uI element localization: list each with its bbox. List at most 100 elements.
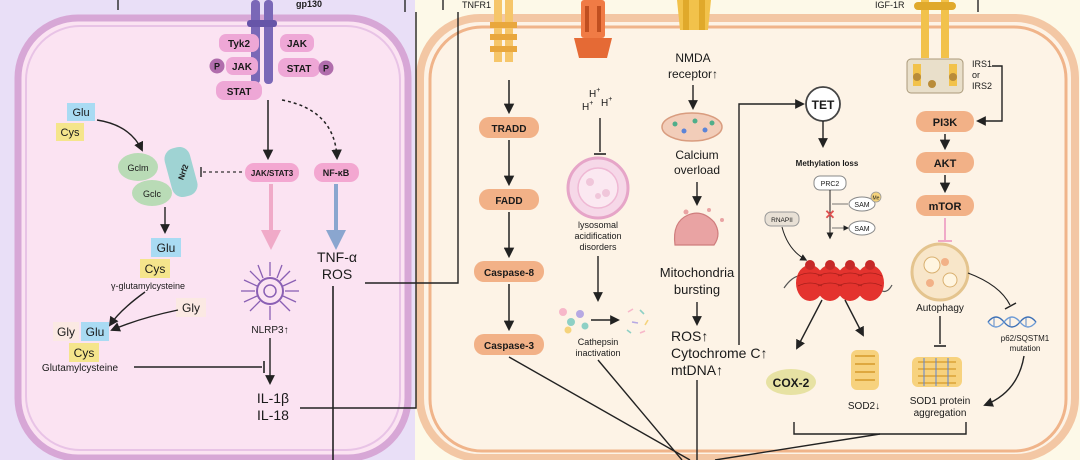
gclm-label: Gclm — [128, 163, 149, 173]
h-ion-2: H+ — [582, 100, 593, 113]
gly-single-box — [176, 298, 206, 317]
igf1r-label: IGF-1R — [875, 0, 905, 10]
convergence-lines — [508, 356, 881, 460]
il1b-label: IL-1β — [257, 390, 289, 406]
glutamylcysteine-label: Glutamylcysteine — [42, 363, 119, 374]
gly-single-label: Gly — [182, 301, 200, 315]
nfkb-node — [314, 163, 359, 182]
p-badge-left: P — [214, 62, 220, 72]
left-cell-inner-membrane — [25, 25, 401, 451]
p62-inhibition-line — [967, 272, 1011, 306]
igf1r-receptor — [914, 0, 956, 58]
methyl-marks — [805, 260, 875, 270]
rnapii-label: RNAPII — [771, 217, 793, 224]
me-label: Me — [873, 196, 880, 202]
lysosome-label-2: acidification — [574, 231, 621, 241]
il18-label: IL-18 — [257, 407, 289, 423]
cys-mid-label: Cys — [145, 262, 166, 276]
prc2-label: PRC2 — [821, 181, 840, 188]
sam-ellipse-1 — [848, 196, 876, 212]
tradd-label: TRADD — [492, 124, 527, 135]
gclm-blob — [118, 153, 158, 181]
cathepsin-label-2: inactivation — [575, 348, 620, 358]
arrow-to-sod2 — [844, 299, 864, 337]
fadd-label: FADD — [495, 196, 522, 207]
stat-label-b: STAT — [287, 64, 312, 75]
arrow-gly-to-glutamyl — [110, 309, 179, 332]
tnfr1-receptor — [490, 0, 517, 62]
nmda-receptor — [677, 0, 711, 30]
irs-label-1: IRS1 — [972, 59, 992, 69]
jak-stat-right: JAK STAT P — [278, 34, 334, 77]
methylation-loss-label: Methylation loss — [796, 159, 859, 168]
gly-glu-cys: Gly Glu Cys — [53, 322, 109, 362]
calcium-label-1: Calcium — [675, 148, 718, 162]
glu-label: Glu — [86, 325, 105, 339]
rnapii-arrow — [781, 226, 808, 261]
rnapii-box — [764, 211, 800, 227]
mtdna-label: mtDNA↑ — [671, 362, 723, 378]
h-ion-3: H+ — [601, 96, 612, 109]
tyk2-label: Tyk2 — [228, 39, 250, 50]
sod1-label-1: SOD1 protein — [910, 396, 971, 407]
h-ion-1: H+ — [589, 87, 600, 100]
nlrp3-inflammasome — [241, 262, 299, 320]
caspase8-label: Caspase-8 — [484, 268, 534, 279]
connector-tnf-to-tnfr1 — [365, 12, 459, 284]
nmda-label-2: receptor↑ — [668, 67, 718, 81]
p62-label-1: p62/SQSTM1 — [1001, 334, 1050, 343]
ros-up-label: ROS↑ — [671, 328, 708, 344]
left-cell-membrane — [14, 14, 412, 460]
cathepsin-fragments-icon — [626, 308, 649, 334]
glu-mid-label: Glu — [157, 241, 176, 255]
cox2-node — [766, 369, 816, 395]
autophagy-label: Autophagy — [916, 303, 964, 314]
jak-label-b: JAK — [287, 39, 308, 50]
mtor-label: mTOR — [929, 201, 962, 213]
block-cross-icon: ✕ — [825, 207, 836, 222]
gclc-label: Gclc — [143, 189, 162, 199]
sod1-label-2: aggregation — [914, 408, 967, 419]
irs-complex — [906, 58, 964, 94]
nmda-label-1: NMDA — [675, 51, 710, 65]
irs-label-2: or — [972, 70, 980, 80]
jak-label-a: JAK — [232, 62, 253, 73]
cathepsin-label-1: Cathepsin — [578, 337, 619, 347]
sam-label-1: SAM — [854, 202, 869, 209]
p62-inhibition-bar — [1004, 302, 1017, 310]
glu-cys-top: Glu Cys — [56, 103, 95, 141]
ros-label: ROS — [322, 266, 352, 282]
irs-label-3: IRS2 — [972, 81, 992, 91]
mitochondria-bursting-icon — [673, 208, 724, 246]
dna-icon — [987, 316, 1037, 328]
nfkb-label: NF-κB — [323, 168, 350, 178]
calcium-label-2: overload — [674, 163, 720, 177]
tet-label: TET — [812, 98, 835, 112]
me-badge — [870, 191, 882, 203]
pi3k-pathway: PI3K AKT mTOR — [916, 111, 974, 216]
jakstat3-node — [245, 163, 299, 182]
right-cell-inner-membrane — [428, 25, 1068, 453]
right-cell-membrane — [416, 14, 1079, 460]
gp130-label: gp130 — [296, 0, 322, 9]
nucleosome-chain — [783, 265, 893, 301]
connector-to-tet — [738, 99, 805, 345]
akt-label: AKT — [934, 158, 957, 170]
nrf2-blob — [164, 146, 198, 198]
autophagosome-icon — [910, 242, 970, 302]
glu-top-label: Glu — [72, 107, 89, 119]
gclc-blob — [132, 180, 172, 206]
sod1-aggregate-icon — [912, 357, 962, 387]
sam-label-2: SAM — [854, 226, 869, 233]
mito-label-2: bursting — [674, 282, 720, 297]
tnf-label: TNF-α — [317, 249, 357, 265]
p-badge-right: P — [323, 64, 329, 74]
lysosome-icon — [566, 156, 630, 220]
cathepsin-icon — [559, 308, 589, 334]
stat-label-a: STAT — [227, 87, 252, 98]
arrow-irs-pi3k — [976, 65, 1003, 126]
tnfr1-label: TNFR1 — [462, 0, 491, 10]
arrow-p62-sod1 — [983, 355, 1025, 407]
